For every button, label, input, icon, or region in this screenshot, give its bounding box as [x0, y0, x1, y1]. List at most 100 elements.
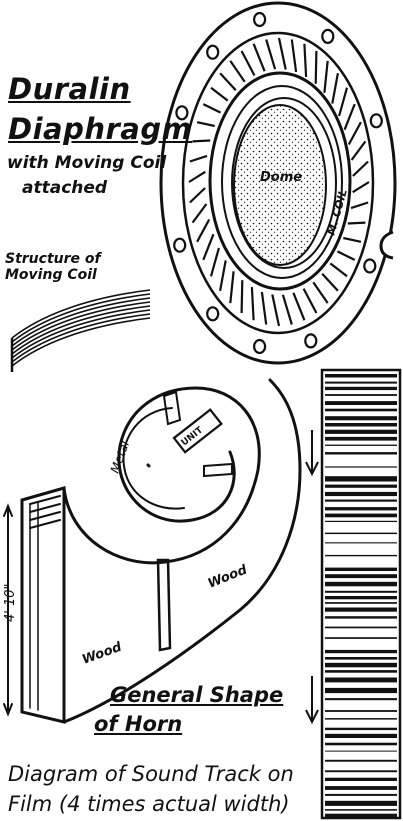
corrugation-stroke — [219, 260, 227, 291]
film-stripe — [325, 484, 397, 488]
film-stripe — [325, 596, 397, 600]
film-stripe — [325, 759, 397, 762]
film-stripe — [325, 507, 397, 511]
corrugation-stroke — [343, 236, 362, 243]
coil-strip — [11, 297, 151, 347]
corrugation-stroke — [210, 86, 229, 102]
fixing-hole — [304, 333, 318, 349]
corrugation-stroke — [196, 218, 211, 243]
fixing-hole — [321, 28, 335, 45]
corrugation-stroke — [302, 288, 318, 314]
wood-upper-label: Wood — [206, 562, 250, 591]
film-stripe — [325, 718, 397, 720]
film-stripe — [325, 698, 397, 701]
coil-structure-label-1: Structure of — [5, 251, 101, 267]
film-stripe — [325, 657, 397, 660]
coil-strip — [11, 317, 151, 367]
film-stripe — [325, 727, 397, 731]
film-stripe — [325, 386, 397, 391]
corrugation-stroke — [350, 201, 369, 210]
corrugation-stroke — [271, 294, 281, 327]
film-stripe — [325, 429, 397, 434]
sound-track-film — [305, 368, 402, 820]
film-stripe — [325, 670, 397, 673]
corrugation-stroke — [202, 103, 222, 114]
diaphragm-flange-inner — [181, 31, 375, 335]
film-stripe — [325, 452, 397, 455]
film-stripe — [325, 532, 397, 535]
corrugation-stroke — [303, 43, 308, 77]
coil-strip — [11, 305, 151, 355]
corrugation-stroke — [314, 50, 318, 84]
coil-strip — [11, 309, 151, 359]
film-stripe — [325, 513, 397, 518]
horn-mouth-inner — [29, 495, 61, 529]
diaphragm-surround-outer — [208, 71, 352, 291]
film-stripe — [325, 401, 397, 405]
wood-lower-label: Wood — [80, 639, 124, 667]
horn-caption-1: General Shape — [110, 683, 284, 707]
film-stripe — [325, 491, 397, 497]
corrugation-stroke — [219, 72, 237, 92]
sound-track-caption-2: Film (4 times actual width) — [8, 792, 290, 816]
corrugation-stroke — [321, 272, 339, 292]
film-stripe — [325, 687, 397, 694]
corrugation-stroke — [338, 87, 349, 117]
diaphragm — [159, 1, 397, 365]
horn-lower-contour — [62, 378, 302, 724]
corrugation-stroke — [260, 291, 268, 325]
film-stripe — [325, 616, 397, 619]
horn-mouth-depth — [29, 501, 39, 711]
film-stripe — [325, 742, 397, 746]
film-stripe — [325, 567, 397, 571]
film-stripe — [325, 750, 397, 752]
film-stripe — [325, 444, 397, 446]
title-line-1: Duralin — [8, 72, 131, 106]
fixing-hole — [363, 258, 377, 274]
unit-block — [172, 408, 223, 454]
corrugation-stroke — [229, 60, 246, 83]
corrugation-stroke — [352, 160, 369, 177]
film-stripe — [325, 590, 397, 593]
corrugation-stroke — [229, 271, 235, 304]
film-stripes — [325, 374, 397, 818]
corrugation-stroke — [323, 60, 329, 93]
film-stripe — [325, 408, 397, 412]
corrugation-stroke — [265, 39, 277, 70]
film-stripe — [325, 626, 397, 629]
sound-track-caption-1: Diagram of Sound Track on — [8, 762, 294, 786]
corrugation-stroke — [292, 292, 306, 321]
film-stripe — [325, 710, 397, 712]
metal-section — [122, 407, 185, 510]
coil-structure-label-2: Moving Coil — [5, 267, 97, 283]
horn-neck-dot — [146, 463, 151, 468]
corrugation-stroke — [196, 121, 215, 128]
corrugation-stroke — [352, 181, 370, 194]
film-stripe — [325, 649, 397, 654]
dimension-line — [3, 503, 13, 717]
film-stripe — [325, 813, 397, 818]
film-stripe — [325, 499, 397, 502]
film-stripe — [325, 793, 397, 796]
title-line-2: Diaphragm — [8, 112, 193, 146]
corrugation-stroke — [281, 294, 293, 325]
film-stripe — [325, 423, 397, 427]
dome-label: Dome — [260, 170, 302, 185]
corrugation-stroke — [350, 140, 367, 161]
corrugation-stroke — [252, 43, 266, 72]
horn-mouth — [20, 486, 66, 724]
corrugation-hatching — [188, 37, 370, 327]
film-stripe — [325, 374, 397, 378]
corrugation-stroke — [331, 73, 339, 104]
corrugation-stroke — [250, 287, 255, 321]
corrugation-stroke — [240, 50, 256, 76]
corrugation-stroke — [209, 247, 220, 277]
film-stripe — [325, 777, 397, 781]
film-arrow-upper — [305, 430, 319, 477]
corrugation-stroke — [191, 203, 208, 224]
fixing-hole — [206, 306, 220, 322]
fixing-hole — [173, 237, 187, 253]
corrugation-stroke — [290, 39, 298, 73]
film-stripe — [325, 574, 397, 579]
